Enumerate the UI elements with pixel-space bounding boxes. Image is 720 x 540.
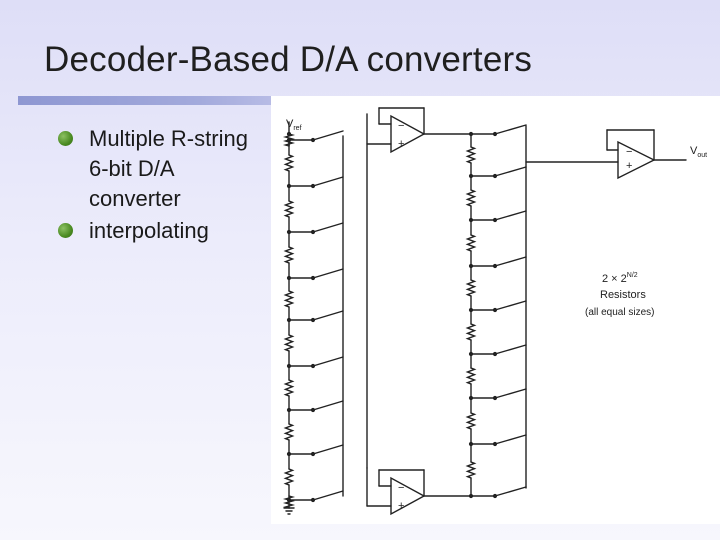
opamp-bottom xyxy=(390,476,426,516)
junction-dot xyxy=(492,263,498,269)
resistor xyxy=(283,200,295,218)
junction-dot xyxy=(310,183,316,189)
resistor xyxy=(283,423,295,441)
junction-dot xyxy=(468,131,474,137)
junction-dot xyxy=(286,137,292,143)
switch-blade xyxy=(494,210,527,221)
bullet-dot-icon xyxy=(58,131,73,146)
opamp-bottom-plus: + xyxy=(398,500,404,512)
switch-blade xyxy=(312,222,344,233)
junction-dot xyxy=(468,395,474,401)
resistor xyxy=(465,367,477,385)
junction-dot xyxy=(286,131,292,137)
switch-blade xyxy=(494,256,527,267)
junction-dot xyxy=(286,183,292,189)
junction-dot xyxy=(310,275,316,281)
junction-dot xyxy=(286,229,292,235)
junction-dot xyxy=(468,217,474,223)
opamp-out-minus: − xyxy=(626,146,632,158)
circuit-diagram: Vref Vout − + − + − + 2 × 2N/2 Resistors… xyxy=(282,107,707,516)
junction-dot xyxy=(310,229,316,235)
switch-blade xyxy=(312,356,344,367)
slide-title: Decoder-Based D/A converters xyxy=(44,40,533,79)
junction-dot xyxy=(468,351,474,357)
switch-blade xyxy=(312,310,344,321)
bullet-text: interpolating xyxy=(89,218,209,243)
junction-dot xyxy=(286,317,292,323)
opamp-top-minus: − xyxy=(398,120,404,132)
opamp-top xyxy=(390,114,426,154)
junction-dot xyxy=(492,131,498,137)
title-underline xyxy=(18,96,278,105)
junction-dot xyxy=(286,275,292,281)
junction-dot xyxy=(468,307,474,313)
switch-blade xyxy=(494,166,527,177)
resistor xyxy=(465,461,477,479)
junction-dot xyxy=(492,395,498,401)
opamp-top-plus: + xyxy=(398,138,404,150)
junction-dot xyxy=(492,173,498,179)
junction-dot xyxy=(286,451,292,457)
resistor xyxy=(283,154,295,172)
resistor xyxy=(465,279,477,297)
junction-dot xyxy=(492,351,498,357)
junction-dot xyxy=(286,363,292,369)
resistor xyxy=(283,246,295,264)
junction-dot xyxy=(286,407,292,413)
junction-dot xyxy=(468,263,474,269)
junction-dot xyxy=(492,493,498,499)
resistor xyxy=(283,468,295,486)
junction-dot xyxy=(310,407,316,413)
vout-label: Vout xyxy=(690,145,707,159)
junction-dot xyxy=(310,363,316,369)
junction-dot xyxy=(468,441,474,447)
resistor xyxy=(465,146,477,164)
junction-dot xyxy=(468,173,474,179)
switch-blade xyxy=(312,490,344,501)
junction-dot xyxy=(492,217,498,223)
switch-blade xyxy=(312,130,344,141)
resistor xyxy=(283,379,295,397)
junction-dot xyxy=(310,451,316,457)
resistor-note-line1: 2 × 2N/2 xyxy=(602,272,638,285)
vref-label: Vref xyxy=(286,118,302,132)
bullet-list: Multiple R-string 6-bit D/A converter in… xyxy=(58,124,263,248)
bullet-item-2: interpolating xyxy=(58,216,263,246)
opamp-output xyxy=(617,140,656,180)
switch-blade xyxy=(494,388,527,399)
junction-dot xyxy=(310,497,316,503)
switch-blade xyxy=(494,300,527,311)
switch-blade xyxy=(494,124,527,135)
junction-dot xyxy=(310,137,316,143)
resistor xyxy=(465,412,477,430)
resistor-note-line2: Resistors xyxy=(600,289,646,301)
junction-dot xyxy=(492,441,498,447)
switch-blade xyxy=(312,268,344,279)
bullet-dot-icon xyxy=(58,223,73,238)
bullet-text: Multiple R-string 6-bit D/A converter xyxy=(89,126,248,211)
circuit-figure: Vref Vout − + − + − + 2 × 2N/2 Resistors… xyxy=(271,96,720,524)
switch-blade xyxy=(494,486,527,497)
switch-blade xyxy=(494,344,527,355)
resistor xyxy=(465,323,477,341)
resistor-note-line3: (all equal sizes) xyxy=(585,307,654,318)
resistor xyxy=(283,290,295,308)
switch-blade xyxy=(494,434,527,445)
junction-dot xyxy=(468,493,474,499)
switch-blade xyxy=(312,400,344,411)
opamp-out-plus: + xyxy=(626,160,632,172)
junction-dot xyxy=(286,497,292,503)
opamp-bottom-minus: − xyxy=(398,482,404,494)
resistor xyxy=(465,189,477,207)
resistor xyxy=(283,334,295,352)
junction-dot xyxy=(492,307,498,313)
bullet-item-1: Multiple R-string 6-bit D/A converter xyxy=(58,124,263,214)
resistor xyxy=(465,234,477,252)
junction-dot xyxy=(310,317,316,323)
switch-blade xyxy=(312,444,344,455)
switch-blade xyxy=(312,176,344,187)
